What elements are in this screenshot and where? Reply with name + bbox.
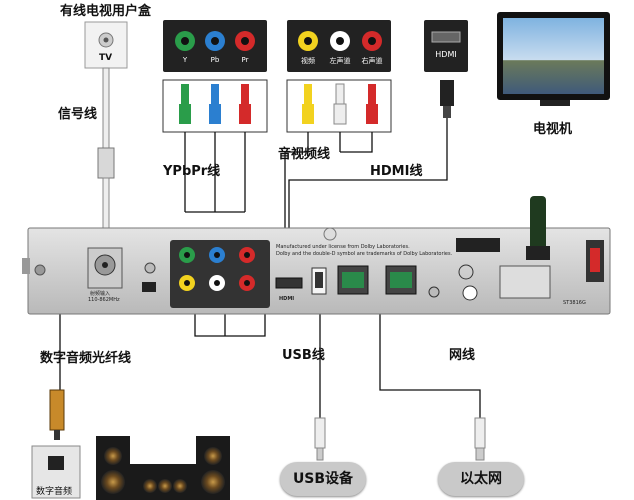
- usb-device-label: USB设备: [280, 462, 366, 496]
- av-plugs: [286, 79, 392, 133]
- dolby-line-2: Dolby and the double-D symbol are tradem…: [276, 251, 453, 257]
- port-label-video: 视频: [301, 57, 315, 65]
- digital-audio-box: [31, 445, 81, 499]
- hdmi-panel: [424, 20, 468, 72]
- digital-audio-label: 数字音频: [36, 487, 73, 497]
- ethernet-label: 以太网: [438, 462, 524, 496]
- tv-set: [497, 12, 610, 106]
- usb-cable-label: USB线: [282, 348, 325, 363]
- hdmi-port-label: HDMI: [435, 50, 457, 59]
- av-panel: [287, 20, 391, 72]
- port-label-y: Y: [182, 56, 188, 64]
- optical-connector: [49, 389, 65, 440]
- set-top-box: [22, 196, 611, 315]
- hdmi-mark: HDMI: [279, 296, 295, 302]
- model-label: ST3816G: [563, 300, 586, 306]
- av-cable-label: 音视频线: [278, 147, 331, 162]
- ypbpr-cable-label: YPbPr线: [163, 164, 221, 179]
- rf-in-label: 射频输入: [90, 291, 111, 297]
- rf-freq-label: 110-862MHz: [88, 297, 120, 303]
- cable-box-label: 有线电视用户盒: [60, 4, 152, 19]
- hdmi-cable-label: HDMI线: [370, 164, 423, 179]
- port-label-right: 右声道: [361, 57, 383, 65]
- ypbpr-plugs: [162, 79, 268, 133]
- port-label-pb: Pb: [210, 56, 220, 64]
- ethernet-connector: [474, 417, 486, 461]
- tv-port-label: TV: [99, 53, 113, 63]
- optical-cable-label: 数字音频光纤线: [40, 351, 132, 366]
- port-label-pr: Pr: [241, 56, 249, 64]
- hdmi-plug: [440, 80, 454, 118]
- speaker-system: [96, 436, 230, 500]
- rf-cable: [97, 67, 115, 241]
- dolby-line-1: Manufactured under license from Dolby La…: [276, 244, 410, 250]
- usb-connector: [314, 417, 326, 461]
- ypbpr-panel: [163, 20, 267, 72]
- network-cable-label: 网线: [449, 348, 476, 363]
- wall-outlet: [84, 21, 128, 69]
- tv-set-label: 电视机: [533, 122, 573, 137]
- signal-cable-label: 信号线: [58, 107, 98, 122]
- port-label-left: 左声道: [329, 57, 351, 65]
